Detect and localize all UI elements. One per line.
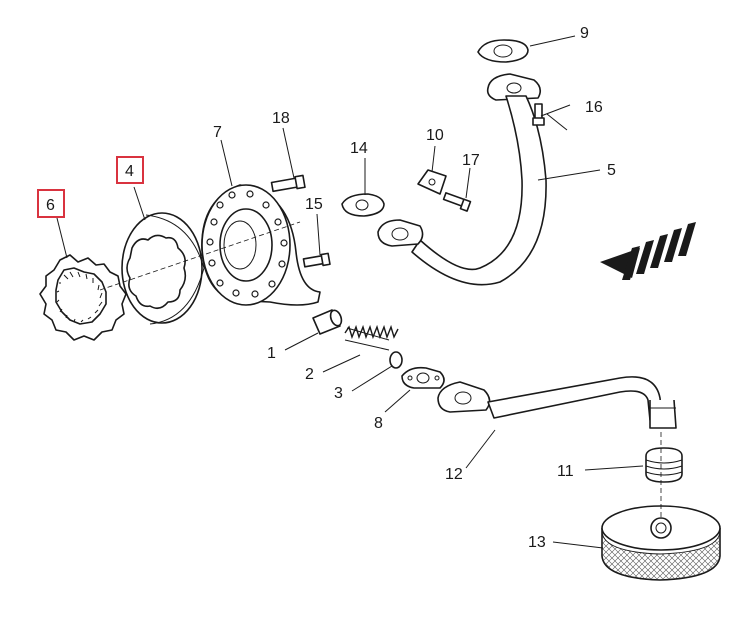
- part-13-strainer: [601, 505, 721, 581]
- callout-6: 6: [46, 197, 55, 214]
- part-2-spring: [344, 324, 399, 351]
- callout-9: 9: [580, 25, 589, 42]
- part-4-rotor-ring: [121, 212, 205, 325]
- assembly-axis: [99, 221, 301, 291]
- callout-18: 18: [272, 110, 290, 127]
- part-6-gear-rotor: [39, 254, 127, 341]
- part-5-delivery-pipe: [377, 73, 547, 286]
- part-8-gasket: [401, 366, 445, 389]
- part-14-gasket: [341, 193, 385, 217]
- part-1-bushing: [312, 309, 343, 335]
- highlight-box-6: [37, 189, 65, 218]
- part-18-bolt: [270, 174, 306, 193]
- callout-12: 12: [445, 466, 463, 483]
- part-7-cover-plate: [201, 184, 321, 306]
- callout-15: 15: [305, 196, 323, 213]
- callout-5: 5: [607, 162, 616, 179]
- callout-labels: 1 2 3 4 5 6 7 8 9 10 11 12 13 14 15 16 1…: [46, 25, 616, 551]
- part-16-bolt: [532, 103, 545, 126]
- part-10-clamp: [417, 169, 447, 195]
- callout-1: 1: [267, 345, 276, 362]
- callout-10: 10: [426, 127, 444, 144]
- callout-4: 4: [125, 163, 134, 180]
- callout-14: 14: [350, 140, 368, 157]
- part-11-spring: [645, 447, 683, 483]
- callout-13: 13: [528, 534, 546, 551]
- highlight-box-4: [116, 156, 144, 184]
- callout-3: 3: [334, 385, 343, 402]
- arrow-left-striped-icon: [600, 222, 696, 280]
- part-9-gasket: [477, 39, 529, 63]
- callout-8: 8: [374, 415, 383, 432]
- callout-11: 11: [557, 463, 574, 480]
- part-15-bolt: [302, 252, 331, 268]
- part-3-washer: [389, 351, 403, 369]
- part-12-suction-pipe: [437, 376, 677, 429]
- callout-16: 16: [585, 99, 603, 116]
- callout-2: 2: [305, 366, 314, 383]
- callout-7: 7: [213, 124, 222, 141]
- callout-17: 17: [462, 152, 480, 169]
- leader-lines: [56, 35, 644, 549]
- part-17-bolt: [442, 192, 472, 212]
